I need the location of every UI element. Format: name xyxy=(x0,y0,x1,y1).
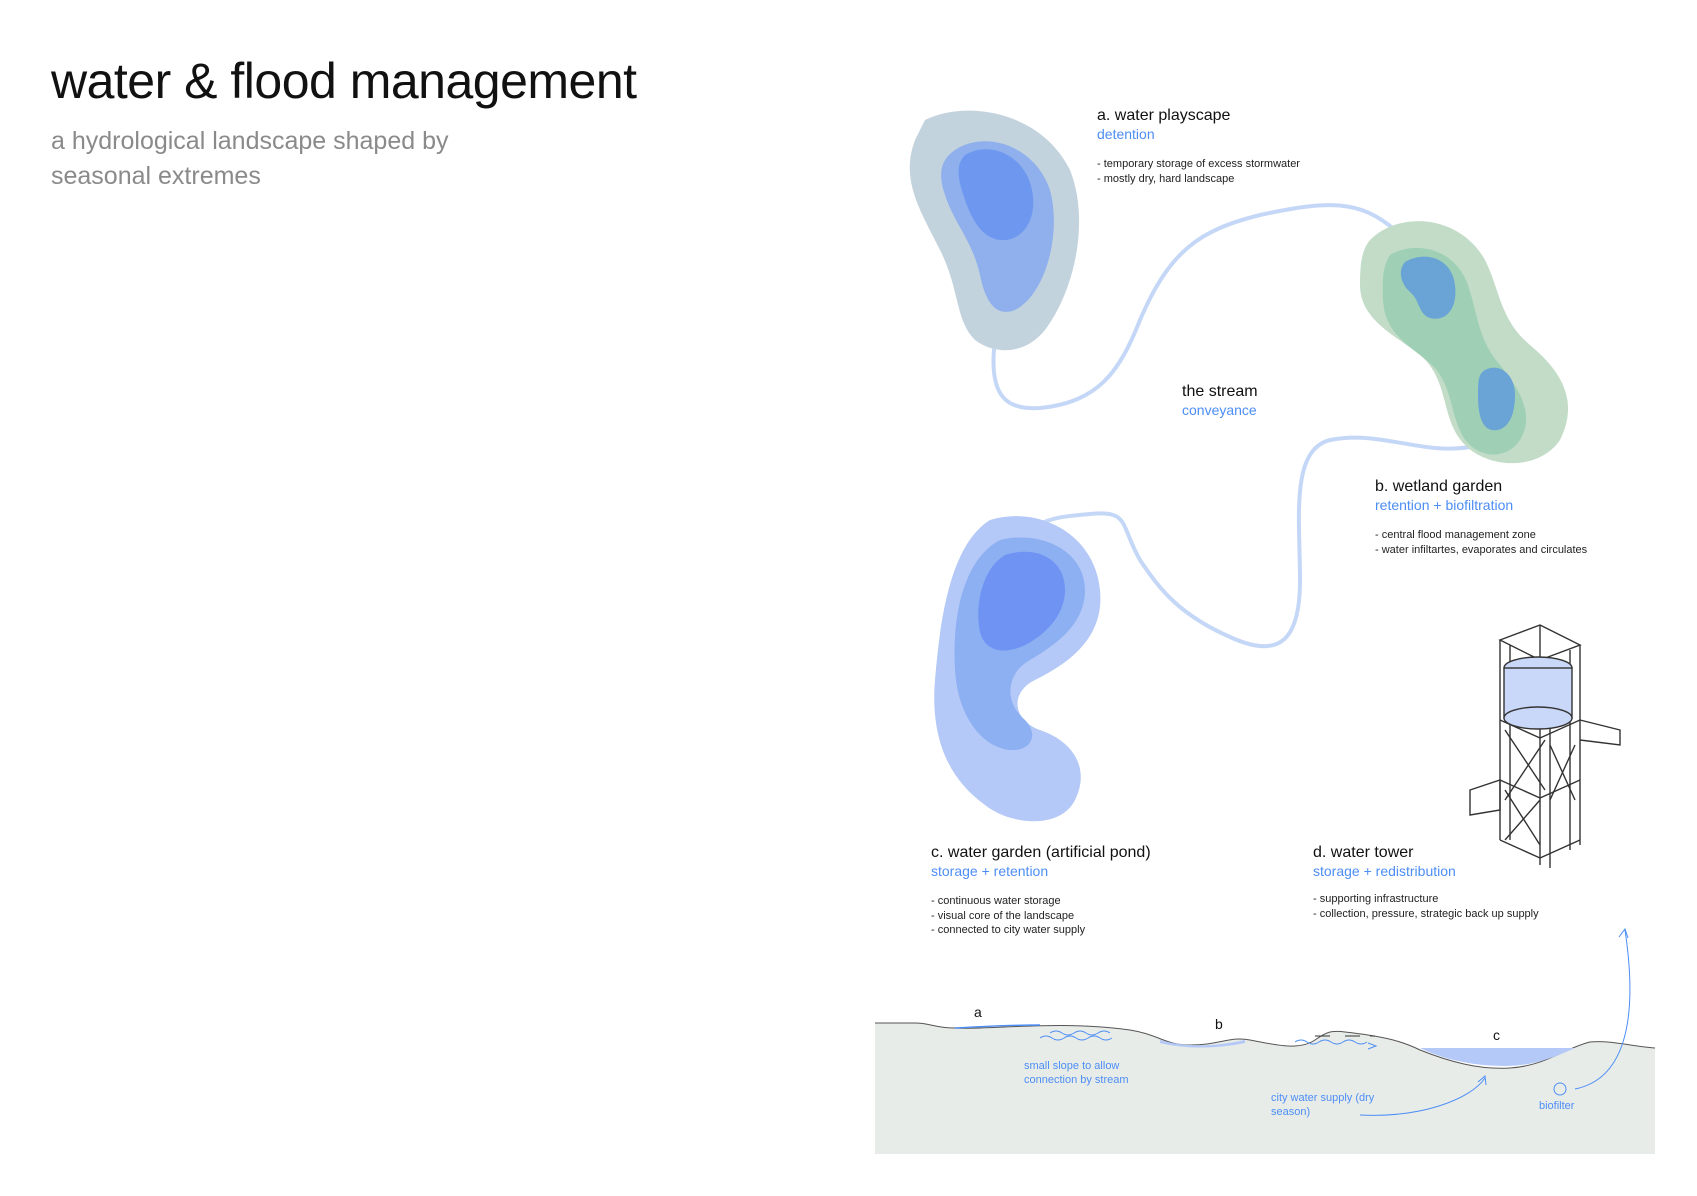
slope-note: small slope to allow connection by strea… xyxy=(1024,1060,1129,1086)
playscape-note: temporary storage of excess stormwater xyxy=(1097,157,1357,172)
stream-segment-a-b xyxy=(991,203,1397,411)
water-tower-notes: supporting infrastructure collection, pr… xyxy=(1313,892,1613,921)
water-garden-shape xyxy=(934,516,1101,822)
playscape-label: a. water playscape detention temporary s… xyxy=(1097,106,1357,186)
wetland-garden-shape xyxy=(1360,221,1569,464)
playscape-note: mostly dry, hard landscape xyxy=(1097,172,1357,187)
section-drawing xyxy=(875,927,1656,1154)
water-tower-function: storage + redistribution xyxy=(1313,863,1456,879)
page-subtitle: a hydrological landscape shaped by seaso… xyxy=(51,127,449,190)
wetland-notes: central flood management zone water infi… xyxy=(1375,528,1675,557)
water-garden-note: continuous water storage xyxy=(931,894,1231,909)
water-tower-label: d. water tower storage + redistribution … xyxy=(1313,843,1613,921)
water-playscape-shape xyxy=(909,110,1080,351)
water-tower-note: supporting infrastructure xyxy=(1313,892,1613,907)
wetland-function: retention + biofiltration xyxy=(1375,497,1514,513)
wetland-label: b. wetland garden retention + biofiltrat… xyxy=(1375,477,1675,557)
water-garden-label: c. water garden (artificial pond) storag… xyxy=(931,843,1231,938)
biofilter-label: biofilter xyxy=(1539,1100,1575,1112)
water-garden-note: visual core of the landscape xyxy=(931,909,1231,924)
water-tower-drawing xyxy=(1469,624,1621,868)
city-supply-note: city water supply (dry season) xyxy=(1271,1092,1375,1118)
stream-heading: the stream xyxy=(1182,383,1258,400)
stream-function: conveyance xyxy=(1182,402,1257,418)
stream-segment-b-c xyxy=(1033,435,1472,649)
water-garden-note: connected to city water supply xyxy=(931,923,1231,938)
water-garden-function: storage + retention xyxy=(931,863,1049,879)
water-tower-heading: d. water tower xyxy=(1313,844,1414,861)
playscape-function: detention xyxy=(1097,126,1155,142)
wetland-note: water infiltartes, evaporates and circul… xyxy=(1375,543,1675,558)
stream-label: the stream conveyance xyxy=(1182,382,1362,419)
playscape-notes: temporary storage of excess stormwater m… xyxy=(1097,157,1357,186)
section-letter-a: a xyxy=(974,1004,982,1020)
section-letter-b: b xyxy=(1215,1016,1223,1032)
page-title: water & flood management xyxy=(51,53,637,109)
wetland-note: central flood management zone xyxy=(1375,528,1675,543)
water-garden-heading: c. water garden (artificial pond) xyxy=(931,844,1151,861)
playscape-heading: a. water playscape xyxy=(1097,107,1231,124)
water-tower-note: collection, pressure, strategic back up … xyxy=(1313,907,1613,922)
water-garden-notes: continuous water storage visual core of … xyxy=(931,894,1231,938)
section-letter-c: c xyxy=(1493,1027,1500,1043)
wetland-heading: b. wetland garden xyxy=(1375,478,1503,495)
